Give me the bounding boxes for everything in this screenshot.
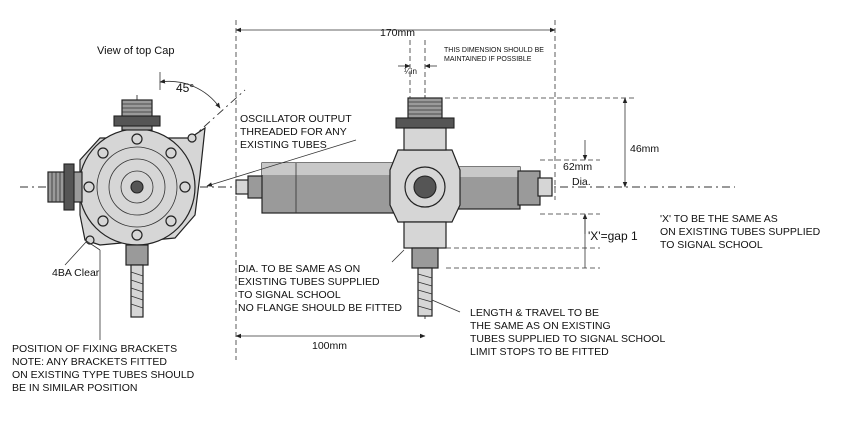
angle-45-arc bbox=[159, 79, 221, 109]
top-cap-left-threads bbox=[51, 172, 61, 202]
dia-same-line1: DIA. TO BE SAME AS ON bbox=[238, 263, 360, 275]
top-cap-stem-threads bbox=[130, 271, 144, 309]
angle-45-label: 45° bbox=[176, 81, 194, 95]
top-thread-boss bbox=[407, 97, 443, 119]
top-cap-top-threads bbox=[122, 103, 152, 113]
right-tube-highlight bbox=[450, 167, 520, 177]
bottom-neck bbox=[403, 221, 447, 249]
dim-quarter-label: ¼in bbox=[404, 67, 417, 76]
view-top-cap-label: View of top Cap bbox=[97, 45, 174, 57]
brackets-line4: BE IN SIMILAR POSITION bbox=[12, 382, 137, 394]
dim-170-label: 170mm bbox=[380, 27, 415, 39]
top-cap-view bbox=[20, 72, 246, 340]
dim-46-label: 46mm bbox=[630, 143, 659, 155]
top-cap-ring-mid bbox=[108, 158, 166, 216]
length-line4: LIMIT STOPS TO BE FITTED bbox=[470, 346, 609, 358]
dim-100-label: 100mm bbox=[312, 340, 347, 352]
central-port-inner bbox=[413, 175, 437, 199]
right-collar bbox=[517, 170, 541, 206]
top-cap-bottom-stem bbox=[130, 264, 144, 318]
brackets-line2: NOTE: ANY BRACKETS FITTED bbox=[12, 356, 167, 368]
ba-clear-leader bbox=[64, 241, 87, 266]
top-nut bbox=[395, 117, 455, 129]
dim-62-label: 62mm bbox=[563, 161, 592, 173]
oscillator-line2: THREADED FOR ANY bbox=[240, 126, 347, 138]
main-tube-highlight bbox=[262, 163, 402, 175]
x-gap-label: 'X'=gap 1 bbox=[588, 229, 638, 243]
length-line1: LENGTH & TRAVEL TO BE bbox=[470, 307, 599, 319]
dia-same-line2: EXISTING TUBES SUPPLIED bbox=[238, 276, 380, 288]
length-line3: TUBES SUPPLIED TO SIGNAL SCHOOL bbox=[470, 333, 665, 345]
x-same-line3: TO SIGNAL SCHOOL bbox=[660, 239, 763, 251]
brackets-line3: ON EXISTING TYPE TUBES SHOULD bbox=[12, 369, 195, 381]
top-cap-left-nut bbox=[63, 163, 75, 211]
top-cap-center bbox=[130, 180, 144, 194]
dia-label: Dia. bbox=[572, 176, 591, 188]
ba-clear-label: 4BA Clear bbox=[52, 267, 100, 279]
dia-same-leader bbox=[391, 249, 405, 263]
bottom-boss bbox=[411, 247, 439, 269]
top-cap-top-nut bbox=[113, 115, 161, 127]
brackets-line1: POSITION OF FIXING BRACKETS bbox=[12, 343, 177, 355]
dia-same-line4: NO FLANGE SHOULD BE FITTED bbox=[238, 302, 402, 314]
length-line2: THE SAME AS ON EXISTING bbox=[470, 320, 611, 332]
dia-same-line3: TO SIGNAL SCHOOL bbox=[238, 289, 341, 301]
brackets-leader-end bbox=[84, 239, 101, 251]
oscillator-line3: EXISTING TUBES bbox=[240, 139, 327, 151]
top-neck bbox=[403, 127, 447, 151]
oscillator-leader bbox=[206, 139, 357, 187]
top-cap-ring-outer bbox=[96, 146, 178, 228]
right-tip bbox=[537, 177, 553, 197]
dimension-note-line2: MAINTAINED IF POSSIBLE bbox=[444, 56, 532, 63]
length-leader bbox=[431, 299, 461, 313]
top-cap-bottom-boss bbox=[125, 244, 149, 266]
top-cap-ring-inner bbox=[120, 170, 154, 204]
x-same-line2: ON EXISTING TUBES SUPPLIED bbox=[660, 226, 821, 238]
top-thread-lines bbox=[408, 101, 442, 115]
top-cap-bolts bbox=[83, 133, 197, 245]
bottom-stem-threads bbox=[417, 273, 433, 311]
oscillator-line1: OSCILLATOR OUTPUT bbox=[240, 113, 352, 125]
x-same-line1: 'X' TO BE THE SAME AS bbox=[660, 213, 778, 225]
dimension-note-line1: THIS DIMENSION SHOULD BE bbox=[444, 47, 544, 54]
side-view bbox=[206, 20, 735, 360]
